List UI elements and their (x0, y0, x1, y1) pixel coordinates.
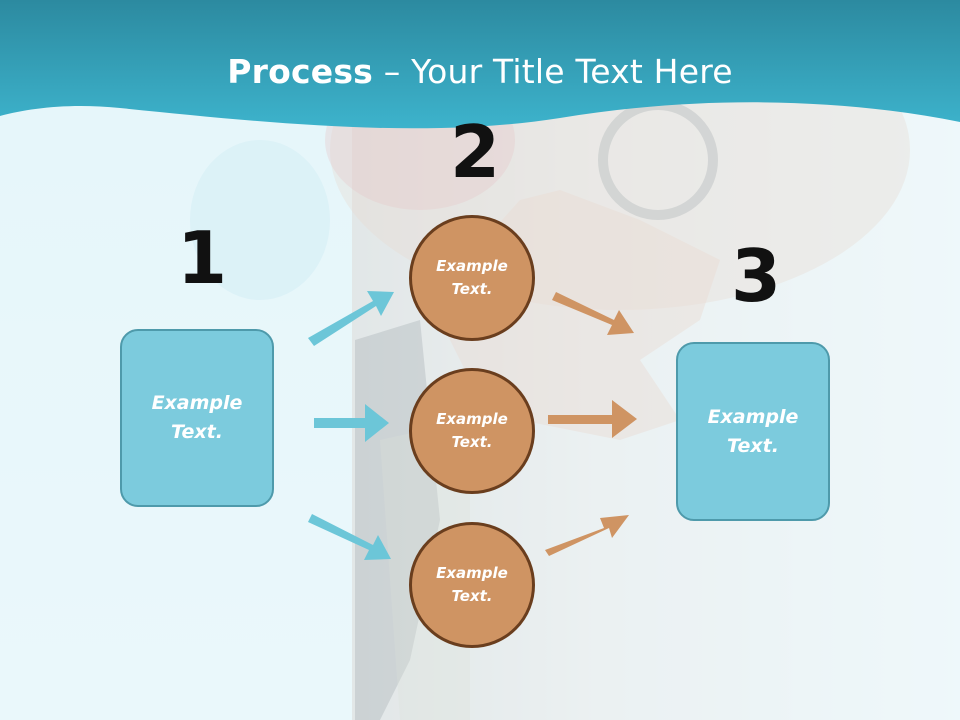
right-box-text: Example Text. (707, 405, 799, 457)
left-box-text: Example Text. (151, 392, 243, 443)
arrow-right-up (552, 292, 634, 335)
step-number-1: 1 (177, 216, 228, 300)
arrow-right-middle (548, 400, 637, 438)
title-rest: – Your Title Text Here (373, 52, 733, 91)
circle-step-bottom: Example Text. (409, 522, 535, 648)
title-bold: Process (227, 52, 374, 91)
circle-bottom-text: Example Text. (436, 564, 508, 605)
circle-step-top: Example Text. (409, 215, 535, 341)
circle-top-text: Example Text. (436, 257, 508, 298)
circle-middle-text: Example Text. (436, 410, 508, 451)
left-box: Example Text. (120, 329, 274, 507)
header-band (0, 0, 960, 129)
slide-title: Process – Your Title Text Here (0, 52, 960, 91)
step-number-2: 2 (450, 110, 501, 194)
arrow-left-down (308, 514, 391, 560)
arrow-left-middle (314, 404, 389, 442)
circle-step-middle: Example Text. (409, 368, 535, 494)
arrow-right-down (545, 515, 629, 556)
step-number-3: 3 (731, 234, 782, 318)
arrow-left-up (308, 291, 394, 346)
right-box: Example Text. (676, 342, 830, 521)
